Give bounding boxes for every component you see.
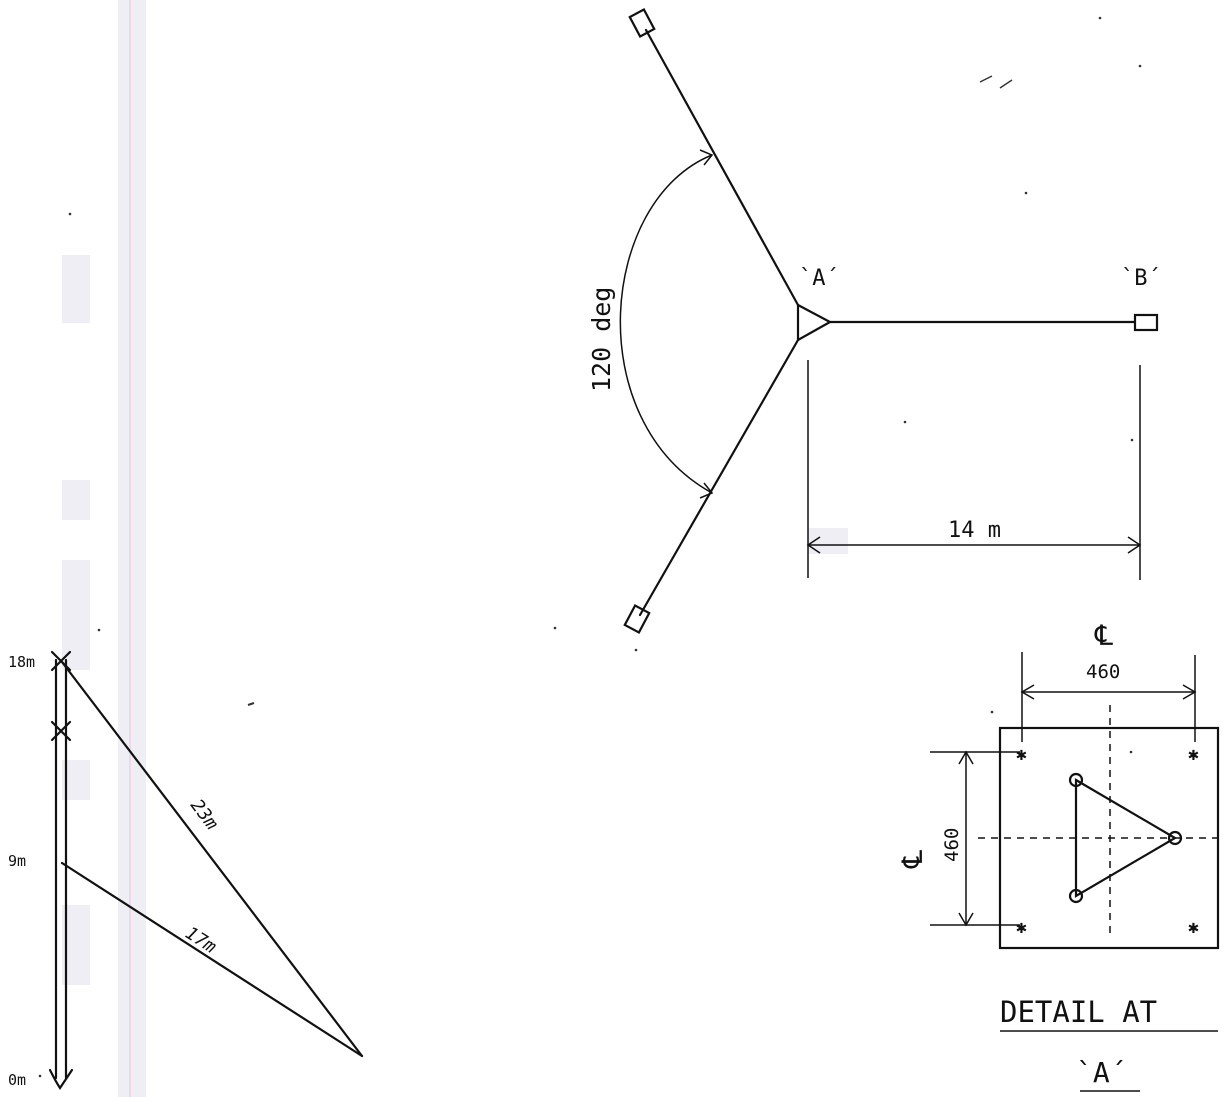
- guy-lower: [60, 861, 364, 1058]
- detail-arrow-left: [1020, 684, 1035, 700]
- pin-icon: [1167, 830, 1183, 846]
- detail-title-line2: `A´: [1076, 1056, 1127, 1089]
- anchor-block-b: [1133, 313, 1159, 332]
- plan-view: 120 deg `A´ `B´ 14 m: [587, 8, 1161, 634]
- height-dim-label: 460: [941, 828, 963, 862]
- detail-arrow-right: [1182, 684, 1197, 700]
- height-mid-label: 9m: [8, 852, 26, 870]
- anchor-a-triangle: [796, 303, 833, 342]
- elevation-view: 18m 9m 0m 23m 17m: [8, 650, 364, 1090]
- scan-artifacts: [62, 0, 848, 1097]
- guy-leg-upper: [644, 28, 800, 307]
- mast-base-break: [48, 1068, 74, 1090]
- guy-upper-length: 23m: [186, 795, 222, 834]
- guy-lower-length: 17m: [181, 923, 220, 958]
- anchor-block-lower: [623, 604, 651, 634]
- detail-arrow-up: [958, 750, 974, 765]
- angle-label: 120 deg: [587, 287, 616, 392]
- point-b-label: `B´: [1121, 266, 1161, 291]
- dim-arrow-left: [806, 536, 821, 554]
- detail-arrow-down: [958, 912, 974, 927]
- detail-title-line1: DETAIL AT: [1000, 995, 1157, 1029]
- centerline-top-symbol: ℄: [1094, 619, 1113, 652]
- bolt-icon: ✱: [1188, 917, 1199, 938]
- guy-leg-lower: [638, 338, 800, 617]
- bolt-icon: ✱: [1016, 917, 1027, 938]
- centerline-left-symbol: ℄: [896, 850, 929, 869]
- height-base-label: 0m: [8, 1071, 26, 1089]
- arc-arrow-lower: [699, 482, 714, 499]
- dim-arrow-right: [1127, 536, 1142, 554]
- detail-view: ✱ ✱ ✱ ✱ ℄ 460 ℄ 460 DETAIL AT `A´: [896, 619, 1220, 1092]
- anchor-triangle: [1074, 778, 1178, 898]
- dimension-label: 14 m: [948, 518, 1001, 543]
- scan-specks: [38, 16, 1142, 1078]
- pin-icon: [1068, 772, 1084, 788]
- pin-icon: [1068, 888, 1084, 904]
- mast-joint-mid: [50, 720, 72, 742]
- point-a-label: `A´: [799, 266, 839, 291]
- width-dim-label: 460: [1086, 661, 1120, 683]
- angle-arc: [619, 154, 713, 494]
- height-top-label: 18m: [8, 653, 35, 671]
- bolt-icon: ✱: [1016, 744, 1027, 765]
- bolt-icon: ✱: [1188, 744, 1199, 765]
- guy-upper: [60, 660, 364, 1058]
- arc-arrow-upper: [699, 149, 714, 166]
- anchor-block-upper: [628, 8, 656, 38]
